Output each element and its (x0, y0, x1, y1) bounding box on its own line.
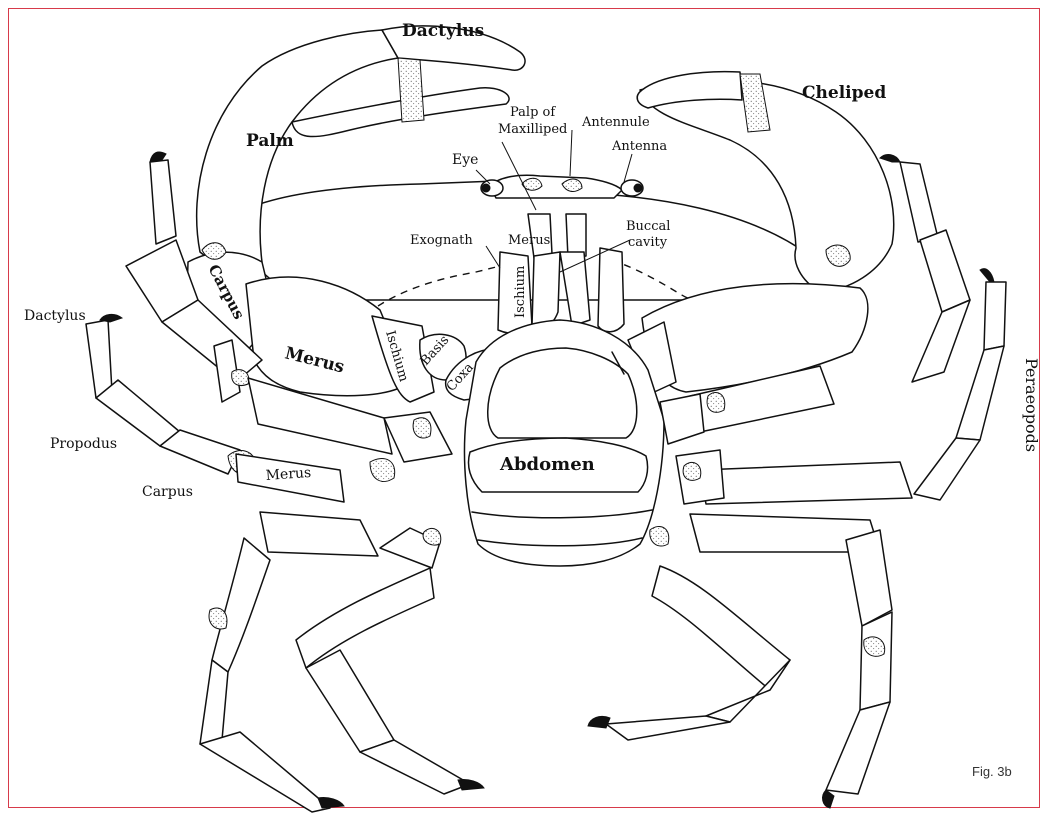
label-abdomen: Abdomen (499, 454, 595, 475)
label-buccal-1: Buccal (626, 219, 670, 234)
label-antennule: Antennule (581, 115, 650, 130)
figure-caption: Fig. 3b (972, 764, 1012, 779)
label-palp-1: Palp of (510, 105, 556, 120)
label-dactylus-leg: Dactylus (24, 308, 86, 324)
label-palp-2: Maxilliped (498, 122, 567, 137)
label-palm: Palm (246, 131, 294, 151)
label-eye: Eye (452, 152, 478, 168)
label-exognath: Exognath (410, 233, 473, 248)
label-peraeopods: Peraeopods (1022, 358, 1041, 452)
label-ischium-maxilliped: Ischium (513, 266, 528, 318)
label-merus-leg: Merus (265, 465, 312, 484)
label-buccal-2: cavity (628, 235, 668, 250)
label-dactylus-cheliped: Dactylus (402, 21, 484, 41)
label-antenna: Antenna (611, 139, 667, 154)
label-propodus: Propodus (50, 436, 117, 452)
label-merus-maxilliped: Merus (508, 233, 550, 248)
abdomen-plate (465, 320, 665, 566)
label-carpus-leg: Carpus (142, 484, 193, 500)
label-cheliped: Cheliped (802, 83, 886, 103)
